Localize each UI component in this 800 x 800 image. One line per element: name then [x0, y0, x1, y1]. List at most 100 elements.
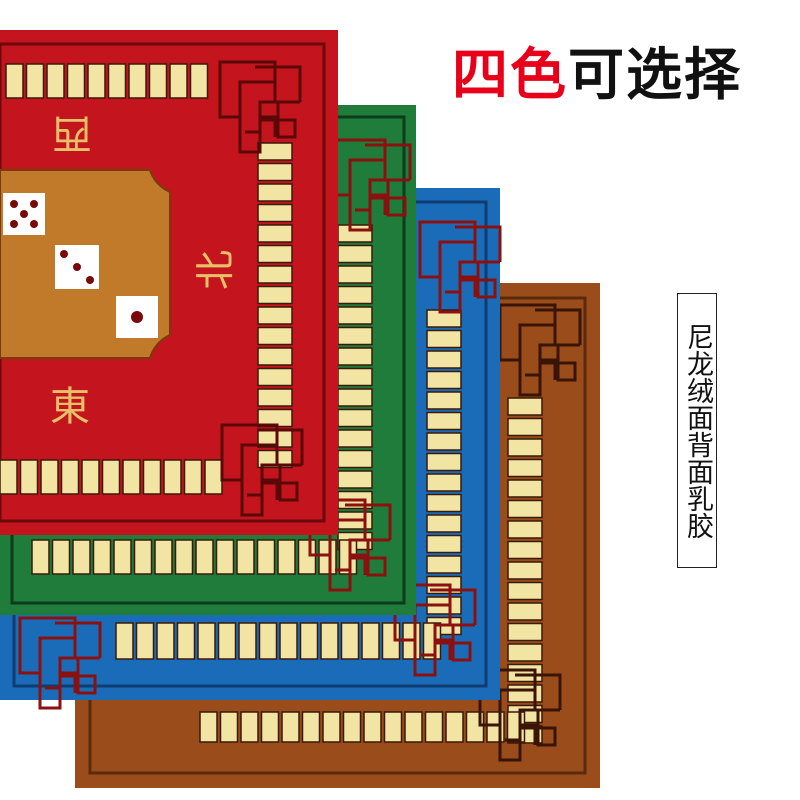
tile: [66, 63, 86, 99]
tile: [107, 63, 127, 99]
tile: [81, 459, 100, 495]
tile: [507, 438, 543, 457]
red-mat-tile-row-bottom: [0, 459, 223, 495]
tile: [426, 534, 462, 554]
headline-accent: 四色: [452, 43, 568, 108]
tile: [507, 643, 543, 662]
tile: [240, 711, 259, 743]
material-caption: 尼龙绒面背面乳胶: [682, 322, 713, 539]
tile: [156, 622, 175, 660]
tile: [337, 244, 373, 264]
tile: [142, 459, 162, 495]
tile: [115, 622, 134, 660]
tile: [122, 459, 141, 495]
tile: [337, 306, 373, 325]
tile: [195, 539, 214, 575]
tile: [257, 162, 293, 182]
tile: [507, 458, 543, 478]
tile: [279, 622, 298, 660]
tile: [507, 622, 543, 642]
tile: [337, 388, 373, 407]
tile: [299, 622, 319, 660]
tile: [169, 63, 188, 99]
tile: [0, 459, 18, 495]
tile: [337, 367, 373, 387]
tile: [148, 63, 168, 99]
blue-mat-tile-row: [115, 622, 442, 660]
tile: [337, 326, 373, 346]
headline-rest: 可选择: [568, 43, 742, 108]
tile: [361, 622, 380, 660]
tile: [318, 539, 337, 575]
tile: [383, 711, 403, 743]
tile: [426, 391, 462, 410]
tile: [257, 265, 293, 284]
tile: [426, 329, 462, 349]
tile: [337, 470, 373, 489]
tile: [257, 326, 293, 346]
tile: [277, 539, 296, 575]
headline: 四色可选择: [452, 46, 742, 106]
tile: [133, 539, 153, 575]
tile: [507, 561, 543, 580]
tile: [5, 63, 24, 99]
tile: [322, 711, 341, 743]
tile: [426, 309, 462, 328]
red-mat-tile-row-top: [5, 63, 209, 99]
tile: [236, 539, 255, 575]
red-mat: 西 北 東: [0, 30, 338, 535]
tile: [426, 411, 462, 431]
tile: [337, 408, 373, 428]
tile: [507, 540, 543, 560]
tile: [337, 285, 373, 305]
tile: [40, 459, 59, 495]
tile: [257, 306, 293, 325]
tile: [25, 63, 45, 99]
tile: [256, 539, 276, 575]
tile: [197, 622, 216, 660]
tile: [135, 622, 155, 660]
tile: [337, 449, 373, 469]
tile: [320, 622, 339, 660]
tile: [257, 347, 293, 366]
tile: [257, 224, 293, 243]
die-one: [116, 296, 158, 338]
tile: [260, 711, 280, 743]
tile: [507, 499, 543, 519]
tile: [426, 370, 462, 390]
tile: [404, 711, 423, 743]
tile: [507, 397, 543, 416]
tile: [113, 539, 132, 575]
tile: [426, 452, 462, 472]
tile: [337, 429, 373, 448]
tile: [257, 449, 293, 469]
tile: [217, 622, 237, 660]
tile: [424, 711, 444, 743]
tile: [337, 265, 373, 284]
tile: [163, 459, 182, 495]
tile: [101, 459, 121, 495]
tile: [281, 711, 300, 743]
tile: [340, 622, 360, 660]
tile: [189, 63, 209, 99]
tile: [507, 684, 543, 703]
tile: [60, 459, 80, 495]
tile: [199, 711, 218, 743]
tile: [51, 539, 71, 575]
wind-label-west: 西: [52, 110, 92, 156]
green-mat-tile-row: [31, 539, 358, 575]
tile: [204, 459, 223, 495]
tile: [31, 539, 50, 575]
tile: [342, 711, 362, 743]
tile: [257, 142, 293, 161]
tile: [215, 539, 235, 575]
tile: [183, 459, 203, 495]
tile: [257, 244, 293, 264]
tile: [426, 473, 462, 492]
tile: [507, 602, 543, 621]
tile: [297, 539, 317, 575]
tile: [154, 539, 173, 575]
tile: [87, 63, 106, 99]
tile: [507, 417, 543, 437]
tile: [257, 183, 293, 202]
